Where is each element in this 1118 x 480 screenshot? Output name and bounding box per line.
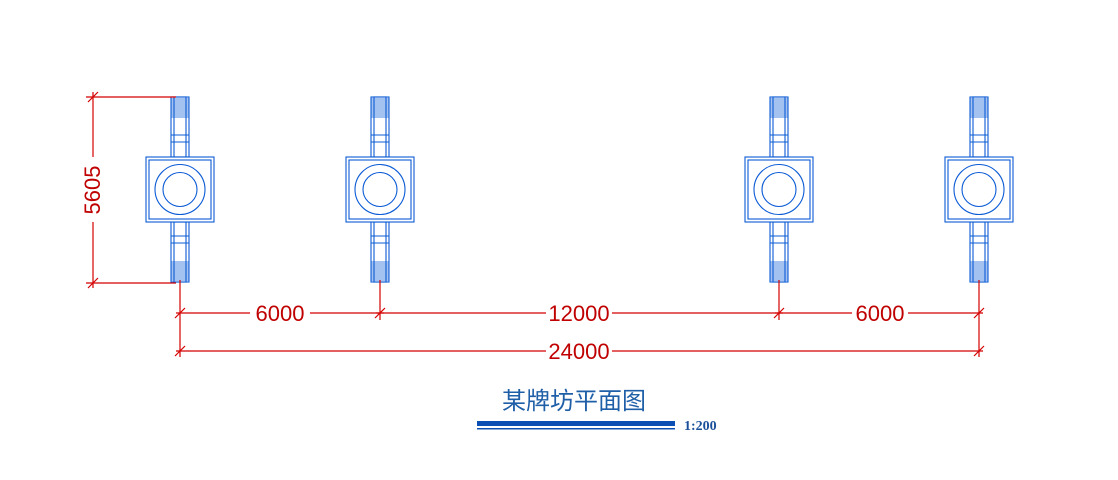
square-base-inner bbox=[348, 159, 412, 220]
column-outer-circle bbox=[753, 163, 805, 216]
total-dimension-label: 24000 bbox=[548, 339, 609, 364]
title-underline-thin bbox=[477, 428, 675, 430]
depth-dimension bbox=[86, 91, 176, 289]
square-base bbox=[744, 156, 814, 223]
span-dimensions bbox=[174, 280, 985, 357]
scale-label: 1:200 bbox=[684, 419, 717, 434]
column-inner-circle bbox=[761, 171, 797, 208]
span-tick-4 bbox=[973, 307, 985, 319]
column-outer-circle bbox=[154, 163, 206, 216]
square-base bbox=[944, 156, 1014, 223]
lower-post-inner bbox=[173, 221, 187, 283]
span-tick-3 bbox=[773, 307, 785, 319]
column-inner-circle bbox=[961, 171, 997, 208]
title-underline-thick bbox=[477, 421, 675, 426]
span-3-label: 6000 bbox=[856, 301, 905, 326]
column-1 bbox=[145, 96, 215, 283]
square-base bbox=[345, 156, 415, 223]
square-base-inner bbox=[947, 159, 1011, 220]
depth-tick-bottom bbox=[87, 277, 99, 289]
column-inner-circle bbox=[362, 171, 398, 208]
column-outer-circle bbox=[354, 163, 406, 216]
span-1-label: 6000 bbox=[256, 301, 305, 326]
depth-tick-top bbox=[87, 91, 99, 103]
span-2-label: 12000 bbox=[548, 301, 609, 326]
column-2 bbox=[345, 96, 415, 283]
lower-post-inner bbox=[772, 221, 786, 283]
column-inner-circle bbox=[162, 171, 198, 208]
span-tick-2 bbox=[374, 307, 386, 319]
lower-post-inner bbox=[373, 221, 387, 283]
drawing-title: 某牌坊平面图 bbox=[502, 387, 646, 415]
square-base-inner bbox=[747, 159, 811, 220]
upper-post-inner bbox=[972, 96, 986, 158]
column-4 bbox=[944, 96, 1014, 283]
upper-post-inner bbox=[373, 96, 387, 158]
square-base-inner bbox=[148, 159, 212, 220]
total-tick-right bbox=[973, 345, 985, 357]
total-tick-left bbox=[174, 345, 186, 357]
upper-post-inner bbox=[173, 96, 187, 158]
upper-post-inner bbox=[772, 96, 786, 158]
square-base bbox=[145, 156, 215, 223]
column-outer-circle bbox=[953, 163, 1005, 216]
columns-layer bbox=[145, 96, 1014, 283]
column-3 bbox=[744, 96, 814, 283]
span-tick-1 bbox=[174, 307, 186, 319]
depth-dimension-label: 5605 bbox=[80, 166, 105, 215]
lower-post-inner bbox=[972, 221, 986, 283]
